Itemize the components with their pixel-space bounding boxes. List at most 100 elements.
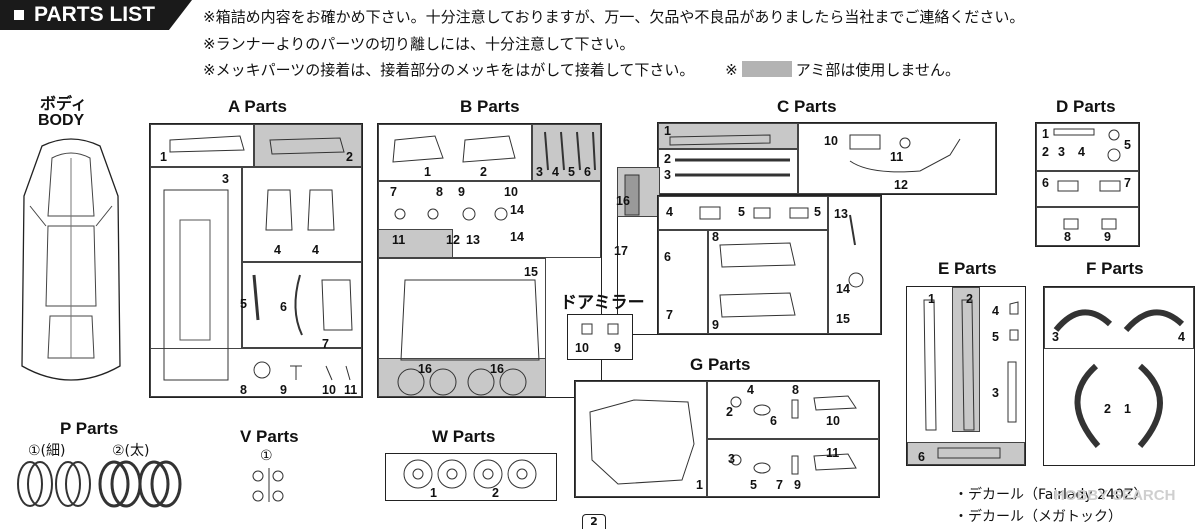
g-label-6: 6 xyxy=(770,414,777,428)
body-drawing xyxy=(21,138,121,381)
c-label-11: 11 xyxy=(890,150,904,164)
d-label-7: 7 xyxy=(1124,176,1131,190)
g-label-2: 2 xyxy=(726,405,733,419)
c-parts-drawings xyxy=(624,134,961,318)
e-label-4: 4 xyxy=(992,304,999,318)
a-parts-drawings xyxy=(163,135,353,381)
c-label-16: 16 xyxy=(616,194,630,208)
b-label-1: 1 xyxy=(424,165,431,179)
b-label-10: 10 xyxy=(504,185,518,199)
c-label-5b: 5 xyxy=(814,205,821,219)
c-parts-title: C Parts xyxy=(777,97,837,116)
g-label-10: 10 xyxy=(826,414,840,428)
d-label-3: 3 xyxy=(1058,145,1065,159)
c-label-2: 2 xyxy=(664,152,671,166)
c-label-14: 14 xyxy=(836,282,850,296)
d-label-9: 9 xyxy=(1104,230,1111,244)
body-title-en: BODY xyxy=(38,112,85,129)
v-parts-rings xyxy=(252,468,284,502)
note-4-text: アミ部は使用しません。 xyxy=(795,61,960,79)
square-icon xyxy=(14,10,24,20)
a-label-8: 8 xyxy=(240,383,247,397)
c-label-7: 7 xyxy=(666,308,673,322)
c-label-17: 17 xyxy=(614,244,628,258)
b-label-16a: 16 xyxy=(418,362,432,376)
screen-swatch xyxy=(741,61,792,77)
note-2: ※ランナーよりのパーツの切り離しには、十分注意して下さい。 xyxy=(203,35,635,53)
e-parts-title: E Parts xyxy=(938,259,997,278)
f-parts-title: F Parts xyxy=(1086,259,1144,278)
a-label-11: 11 xyxy=(344,383,358,397)
f-label-2: 2 xyxy=(1104,402,1111,416)
decal-1: ・デカール（Fairlady 240Z） xyxy=(954,487,1148,503)
note-3-text: ※メッキパーツの接着は、接着部分のメッキをはがして接着して下さい。 xyxy=(203,61,695,79)
g-label-8: 8 xyxy=(792,383,799,397)
w-parts-title: W Parts xyxy=(432,427,496,446)
a-label-4a: 4 xyxy=(274,243,281,257)
c-label-9: 9 xyxy=(712,318,719,332)
watermark: HOBBY SEARCH xyxy=(1054,487,1176,504)
b-label-8: 8 xyxy=(436,185,443,199)
g-label-4: 4 xyxy=(747,383,754,397)
mirror-drawings xyxy=(581,323,619,335)
b-label-5: 5 xyxy=(568,165,575,179)
e-label-3: 3 xyxy=(992,386,999,400)
d-parts-title: D Parts xyxy=(1056,97,1116,116)
g-label-3: 3 xyxy=(728,452,735,466)
b-label-6: 6 xyxy=(584,165,591,179)
mirror-frame xyxy=(567,314,633,360)
c-label-3: 3 xyxy=(664,168,671,182)
g-parts-drawings xyxy=(589,395,857,485)
b-label-9: 9 xyxy=(458,185,465,199)
mirror-title: ドアミラー xyxy=(560,293,645,312)
b-label-2: 2 xyxy=(480,165,487,179)
b-label-15: 15 xyxy=(524,265,538,279)
f-label-4: 4 xyxy=(1178,330,1185,344)
a-label-7: 7 xyxy=(322,337,329,351)
d-label-6: 6 xyxy=(1042,176,1049,190)
p-thick-label: ②(太) xyxy=(112,443,150,459)
mirror-label-10: 10 xyxy=(575,341,589,355)
d-parts-drawings xyxy=(1053,128,1121,230)
b-label-4: 4 xyxy=(552,165,559,179)
b-label-13: 13 xyxy=(466,233,480,247)
c-label-6: 6 xyxy=(664,250,671,264)
e-parts-drawings xyxy=(923,299,1019,459)
e-label-6: 6 xyxy=(918,450,925,464)
f-label-3: 3 xyxy=(1052,330,1059,344)
b-parts-title: B Parts xyxy=(460,97,520,116)
d-label-2: 2 xyxy=(1042,145,1049,159)
b-label-11: 11 xyxy=(392,233,406,247)
a-label-4b: 4 xyxy=(312,243,319,257)
g-label-5: 5 xyxy=(750,478,757,492)
header-title: PARTS LIST xyxy=(34,3,155,26)
b-label-14b: 14 xyxy=(510,230,524,244)
body-title-ja: ボディ xyxy=(40,96,87,113)
a-label-2: 2 xyxy=(346,150,353,164)
a-label-9: 9 xyxy=(280,383,287,397)
a-label-5: 5 xyxy=(240,297,247,311)
c-label-5a: 5 xyxy=(738,205,745,219)
d-parts-frame xyxy=(1035,122,1140,247)
w-label-1: 1 xyxy=(430,486,437,500)
a-label-10: 10 xyxy=(322,383,336,397)
e-label-2: 2 xyxy=(966,292,973,306)
c-label-4: 4 xyxy=(666,205,673,219)
b-label-3: 3 xyxy=(536,165,543,179)
b-label-12: 12 xyxy=(446,233,460,247)
a-label-6: 6 xyxy=(280,300,287,314)
g-parts-title: G Parts xyxy=(690,355,751,374)
a-parts-title: A Parts xyxy=(228,97,287,116)
b-label-14a: 14 xyxy=(510,203,524,217)
p-thin-label: ①(細) xyxy=(28,443,66,459)
c-label-1: 1 xyxy=(664,124,671,138)
note-4-mark: ※ xyxy=(725,61,738,79)
note-3: ※メッキパーツの接着は、接着部分のメッキをはがして接着して下さい。 ※ アミ部は使… xyxy=(203,59,960,80)
p-parts-tires xyxy=(17,460,182,508)
d-label-5: 5 xyxy=(1124,138,1131,152)
g-label-1: 1 xyxy=(696,478,703,492)
v-parts-title: V Parts xyxy=(240,427,299,446)
g-label-11: 11 xyxy=(826,446,840,460)
f-label-1: 1 xyxy=(1124,402,1131,416)
g-label-7: 7 xyxy=(776,478,783,492)
